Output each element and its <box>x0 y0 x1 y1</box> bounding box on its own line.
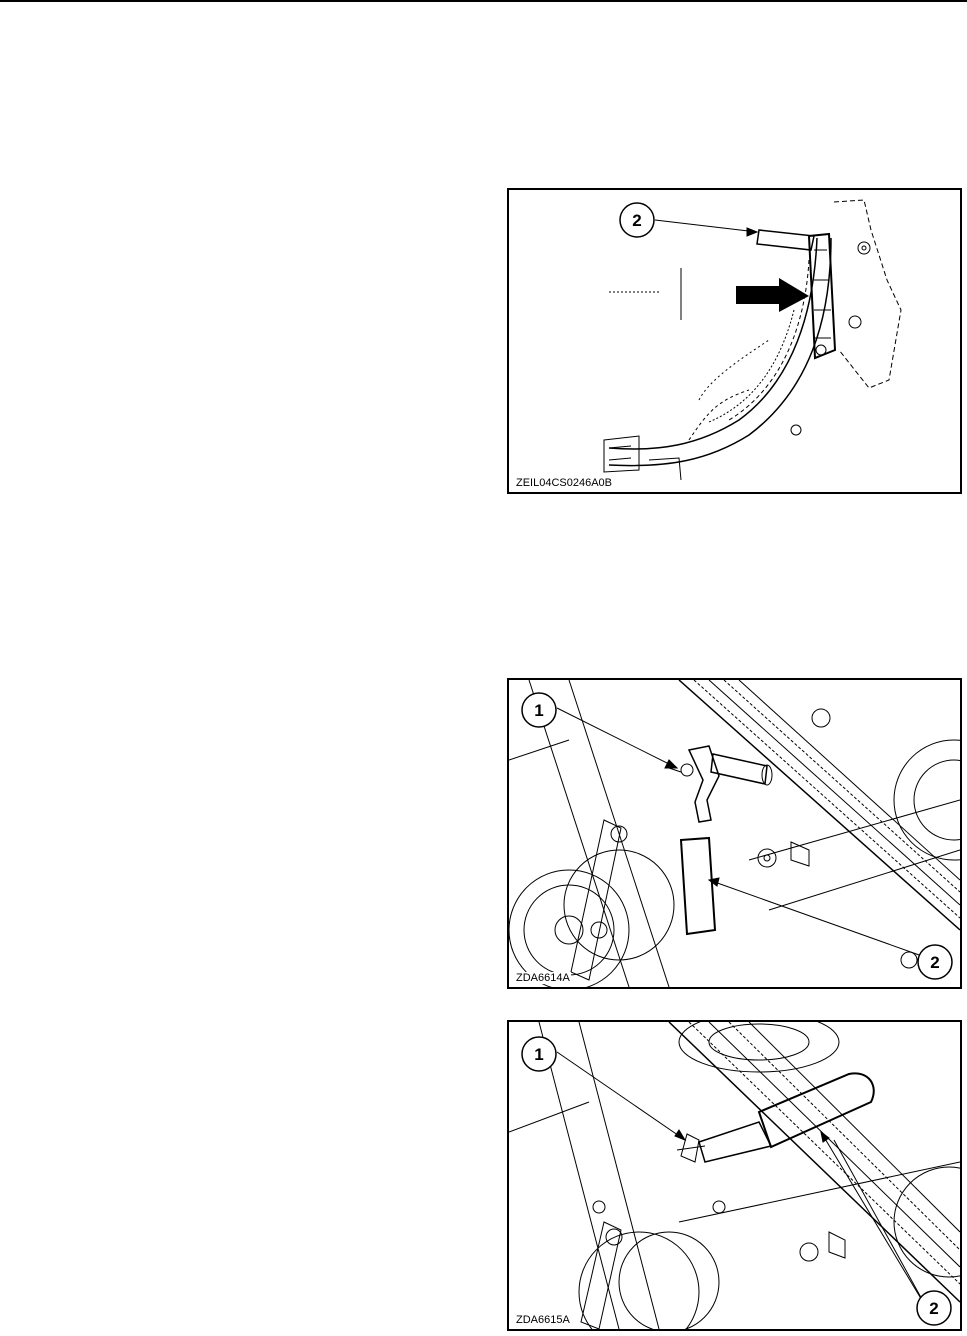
figure-2-callout-2: 2 <box>930 953 939 972</box>
figure-2-caption: ZDA6614A <box>515 972 571 984</box>
figure-1-callout-2: 2 <box>632 211 641 230</box>
top-rule <box>0 0 967 2</box>
figure-2-callout-1: 1 <box>534 701 543 720</box>
figure-1-illustration: 2 <box>509 190 960 492</box>
figure-3: 1 2 ZDA6615A <box>507 1020 962 1331</box>
figure-3-callout-2: 2 <box>929 1299 938 1318</box>
figure-3-illustration: 1 2 <box>509 1022 960 1329</box>
figure-1-caption: ZEIL04CS0246A0B <box>515 477 613 489</box>
figure-2-illustration: 1 2 <box>509 680 960 987</box>
figure-2: 1 2 ZDA6614A <box>507 678 962 989</box>
figure-3-caption: ZDA6615A <box>515 1314 571 1326</box>
figure-3-callout-1: 1 <box>534 1045 543 1064</box>
figure-1: 2 ZEIL04CS0246A0B <box>507 188 962 494</box>
